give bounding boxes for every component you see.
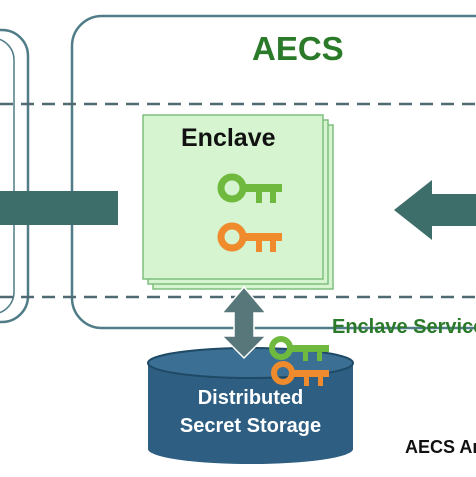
double-arrow-icon bbox=[220, 285, 268, 360]
key-icon-green-storage bbox=[269, 336, 329, 361]
footer-label: AECS Architecture bbox=[405, 437, 476, 457]
arrow-left-icon bbox=[394, 180, 476, 240]
storage-label-line1: Distributed bbox=[197, 387, 304, 409]
enclave-label: Enclave bbox=[181, 124, 276, 152]
aecs-title: AECS bbox=[252, 30, 344, 67]
enclave-service-label: Enclave Service bbox=[332, 316, 476, 338]
left-node-frame bbox=[0, 28, 30, 324]
storage-label-line2: Secret Storage bbox=[179, 415, 322, 437]
arrow-right-icon bbox=[0, 191, 118, 225]
key-icon-green bbox=[217, 173, 282, 203]
key-icon-orange bbox=[217, 222, 282, 252]
aecs-frame bbox=[70, 14, 476, 330]
key-icon-orange-storage bbox=[271, 361, 329, 386]
left-node-frame-inner bbox=[0, 38, 15, 314]
